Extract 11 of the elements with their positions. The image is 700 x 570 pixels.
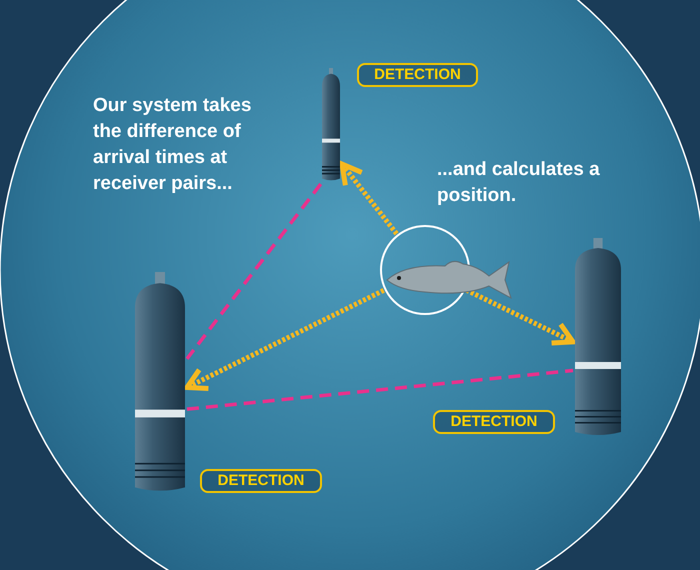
detection-badge: DETECTION	[357, 63, 478, 87]
signal-arrow	[340, 162, 399, 236]
signal-arrow	[184, 288, 385, 391]
detection-badge: DETECTION	[200, 469, 322, 493]
receiver-cylinder	[575, 238, 621, 438]
detection-badge: DETECTION	[433, 410, 555, 434]
dashed-line	[186, 182, 322, 360]
caption-text: Our system takes the difference of arrival times at receiver pairs...	[93, 94, 252, 196]
receiver-cylinder	[322, 68, 340, 182]
caption-text: ...and calculates a position.	[437, 158, 601, 208]
dashed-line	[186, 368, 574, 411]
